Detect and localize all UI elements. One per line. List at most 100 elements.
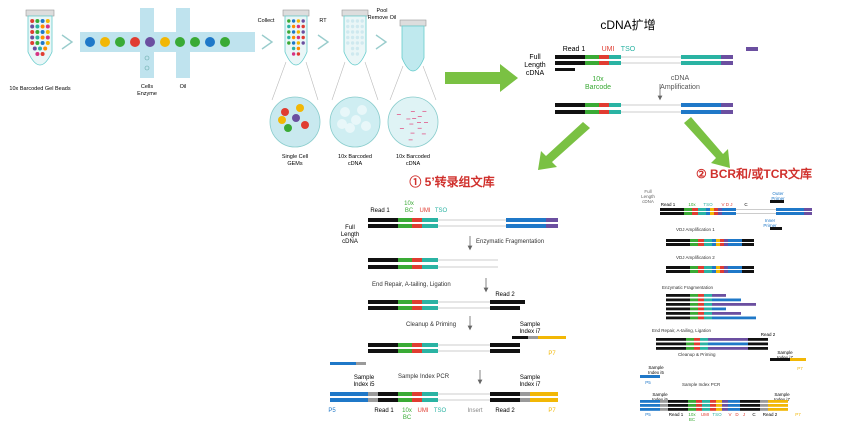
strand-segment — [666, 266, 690, 269]
amp-read1-label: Read 1 — [563, 46, 586, 53]
right-bottom-v: V — [728, 412, 731, 417]
strand-segment — [666, 270, 690, 273]
strand-segment — [698, 303, 704, 306]
gel-bead — [38, 46, 42, 51]
strand-segment — [776, 208, 804, 211]
strand-segment — [684, 212, 692, 215]
strand-segment — [422, 258, 438, 262]
cdna-dot — [350, 41, 355, 45]
strand-segment — [368, 300, 398, 304]
flow-chevron — [261, 34, 274, 50]
gem-dot — [301, 19, 305, 23]
strand-segment — [668, 400, 688, 403]
strand-segment — [708, 342, 748, 346]
strand-segment — [702, 408, 710, 411]
strand-segment — [599, 110, 609, 114]
channel-bead — [220, 37, 230, 47]
strand-segment — [585, 55, 599, 59]
strand-segment — [721, 61, 733, 65]
strand-segment — [412, 398, 422, 402]
strand-segment — [599, 55, 609, 59]
cdna-dot — [360, 41, 364, 45]
strand-segment — [742, 270, 754, 273]
strand-segment — [398, 258, 412, 262]
strand-segment — [716, 404, 722, 407]
left-bottom-tso: TSO — [434, 408, 447, 414]
strand-segment — [398, 218, 412, 222]
strand-segment — [599, 103, 609, 107]
strand-segment — [412, 343, 422, 347]
strand-segment — [668, 404, 688, 407]
strand-segment — [368, 398, 378, 402]
strand-segment — [710, 408, 716, 411]
strand-segment — [722, 408, 728, 411]
strand-segment — [690, 270, 698, 273]
cdna-dot — [350, 52, 355, 56]
channel-bead — [205, 37, 215, 47]
strand-segment — [722, 212, 736, 215]
strand-segment — [520, 398, 530, 402]
strand-segment — [668, 408, 688, 411]
primer — [770, 358, 790, 361]
right-bottom-read1: Read 1 — [669, 412, 684, 417]
strand-segment — [412, 224, 422, 228]
gem-dot — [301, 41, 305, 45]
strand-segment — [712, 270, 716, 273]
cdna-dot — [355, 41, 360, 45]
strand-segment — [398, 349, 412, 353]
strand-segment — [378, 392, 398, 396]
strand-segment — [666, 294, 690, 297]
primer — [330, 362, 356, 365]
enzyme-label: Enzyme — [137, 91, 157, 97]
strand-segment — [506, 224, 546, 228]
gem-dot — [287, 30, 291, 34]
strand-segment — [422, 300, 438, 304]
strand-segment — [398, 265, 412, 269]
strand-segment — [530, 398, 558, 402]
strand-segment — [666, 312, 690, 315]
rt-label: RT — [319, 18, 327, 24]
primer — [538, 336, 566, 339]
gem-dot — [296, 19, 301, 23]
strand-segment — [690, 312, 698, 315]
strand-segment — [716, 243, 720, 246]
strand-segment — [666, 303, 690, 306]
strand-segment — [720, 270, 724, 273]
strand-segment — [760, 404, 768, 407]
strand-segment — [684, 208, 692, 211]
pooled-fragment — [417, 127, 422, 129]
strand-segment — [660, 208, 684, 211]
amp-tso-label: TSO — [621, 46, 636, 53]
strand-segment — [660, 408, 668, 411]
strand-segment — [716, 270, 720, 273]
strand-segment — [599, 61, 609, 65]
cdna-dot — [355, 24, 360, 29]
strand-segment — [422, 218, 438, 222]
left-bottom-insert: Insert — [467, 408, 482, 414]
left-cleanup-label: Cleanup & Priming — [406, 322, 456, 328]
gem-dot — [291, 35, 296, 40]
strand-segment — [688, 408, 696, 411]
left-bottom-read1: Read 1 — [374, 408, 394, 414]
gem-dot — [296, 46, 301, 51]
strand-segment — [716, 266, 720, 269]
strand-segment — [768, 400, 788, 403]
strand-segment — [760, 408, 768, 411]
channel-bead — [190, 37, 200, 47]
cdna-dot — [350, 30, 355, 34]
strand-segment — [690, 298, 698, 302]
channel-bead — [115, 37, 125, 47]
pooled-fragment — [399, 128, 404, 129]
gem-dot — [301, 30, 305, 34]
strand-segment — [690, 239, 698, 242]
strand-segment — [704, 239, 712, 242]
primer — [640, 375, 660, 378]
strand-segment — [660, 404, 668, 407]
left-bottom-umi: UMI — [418, 408, 429, 414]
gem-dot — [296, 41, 301, 45]
